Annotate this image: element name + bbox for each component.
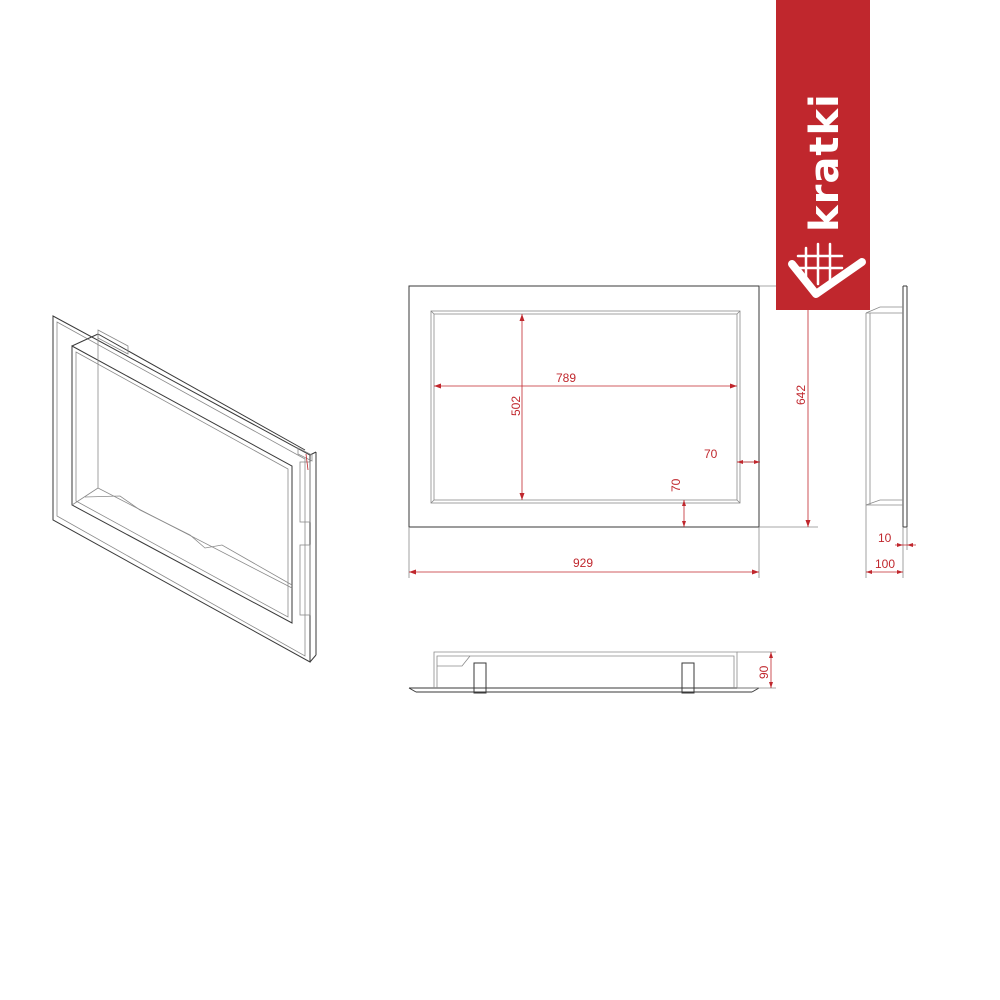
grid-check-logo-icon [788, 242, 866, 298]
side-view [865, 285, 916, 578]
dim-opening-width: 789 [556, 371, 576, 385]
dim-total-height: 642 [794, 385, 808, 405]
dim-bottom-margin: 70 [669, 478, 683, 492]
dim-depth-bottom: 90 [757, 665, 771, 679]
dim-side-margin: 70 [704, 447, 718, 461]
top-view [408, 651, 776, 694]
dim-opening-height: 502 [509, 396, 523, 416]
front-view [408, 285, 818, 578]
dim-depth-side: 100 [875, 557, 895, 571]
brand-name: kratki [802, 93, 848, 232]
brand-banner: kratki [776, 0, 870, 310]
isometric-view [52, 315, 317, 663]
dim-frame-thickness: 10 [878, 531, 892, 545]
dim-total-width: 929 [573, 556, 593, 570]
